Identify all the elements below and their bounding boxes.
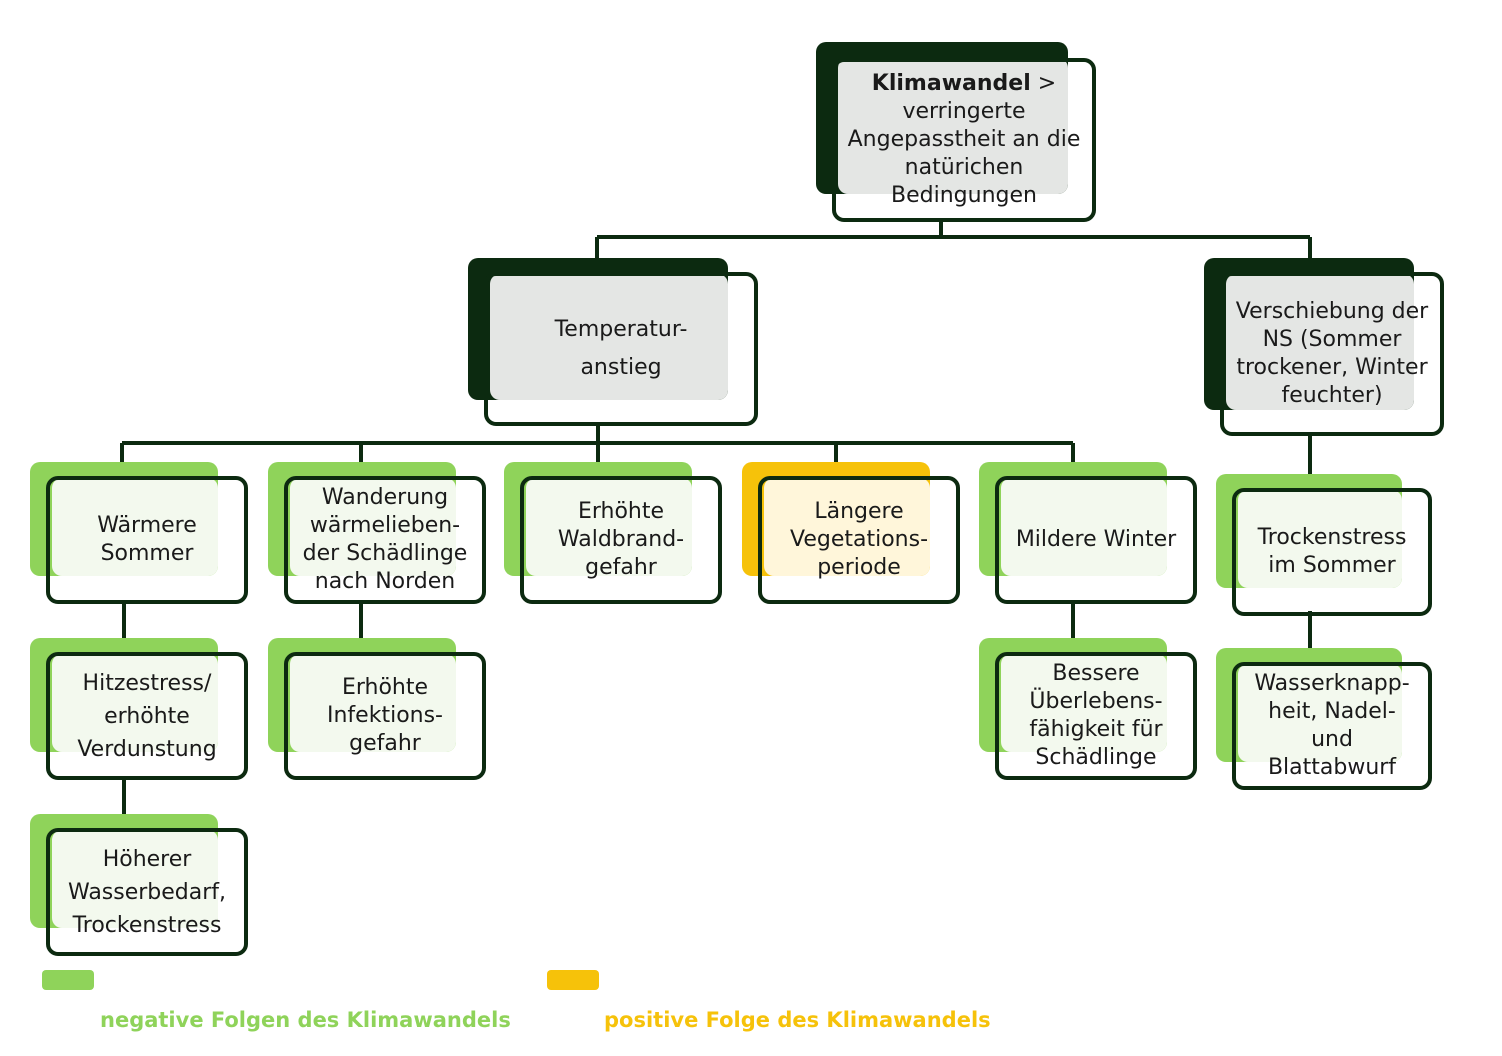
node-frame: Erhöhte Waldbrand- gefahr xyxy=(520,476,722,604)
node-face xyxy=(838,58,1068,194)
node-waldbrandgefahr: Erhöhte Waldbrand- gefahr xyxy=(504,462,722,604)
node-face xyxy=(290,478,456,576)
node-mildere-winter: Mildere Winter xyxy=(979,462,1197,604)
node-frame: Längere Vegetations- periode xyxy=(758,476,960,604)
node-trockenstress-sommer: Trockenstress im Sommer xyxy=(1216,474,1432,616)
node-label: Verschiebung der NS (Sommer trockener, W… xyxy=(1235,299,1429,408)
node-frame: Wasserknapp- heit, Nadel- und Blattabwur… xyxy=(1232,662,1432,790)
node-verschiebung-ns: Verschiebung der NS (Sommer trockener, W… xyxy=(1204,258,1444,436)
node-frame: Hitzestress/ erhöhte Verdunstung xyxy=(46,652,248,780)
node-face xyxy=(1001,478,1167,576)
node-frame: Klimawandel > verringerte Angepasstheit a… xyxy=(832,58,1096,222)
node-frame: Temperatur- anstieg xyxy=(484,272,758,426)
node-ueberlebensfaehigkeit: Bessere Überlebens- fähigkeit für Schädl… xyxy=(979,638,1197,780)
node-face xyxy=(52,478,218,576)
node-face xyxy=(764,478,930,576)
node-label: Hitzestress/ erhöhte Verdunstung xyxy=(77,670,217,762)
node-face xyxy=(52,654,218,752)
root-title-suffix: > xyxy=(1030,71,1057,96)
legend-swatch-negative xyxy=(42,970,94,990)
root-title: Klimawandel xyxy=(871,71,1031,96)
legend-swatch-positive xyxy=(547,970,599,990)
node-label: Trockenstress im Sommer xyxy=(1257,525,1407,578)
legend-label-positive: positive Folge des Klimawandels xyxy=(604,1008,991,1032)
node-frame: Bessere Überlebens- fähigkeit für Schädl… xyxy=(995,652,1197,780)
node-hitzestress: Hitzestress/ erhöhte Verdunstung xyxy=(30,638,248,780)
node-face xyxy=(490,274,728,400)
connector-temp-to-level2 xyxy=(120,422,1075,480)
node-temperaturanstieg: Temperatur- anstieg xyxy=(468,258,758,426)
node-wasserknappheit: Wasserknapp- heit, Nadel- und Blattabwur… xyxy=(1216,648,1432,790)
node-klimawandel: Klimawandel > verringerte Angepasstheit a… xyxy=(816,42,1096,222)
node-label: Wärmere Sommer xyxy=(97,513,197,566)
node-vegetationsperiode: Längere Vegetations- periode xyxy=(742,462,960,604)
node-label: Temperatur- anstieg xyxy=(554,317,688,380)
node-face xyxy=(52,830,218,928)
node-frame: Erhöhte Infektions- gefahr xyxy=(284,652,486,780)
connector-root-to-level1 xyxy=(595,220,1312,262)
node-face xyxy=(1226,274,1414,410)
node-label: Höherer Wasserbedarf, Trockenstress xyxy=(67,846,227,938)
node-frame: Verschiebung der NS (Sommer trockener, W… xyxy=(1220,272,1444,436)
node-label: Mildere Winter xyxy=(1015,527,1177,552)
root-rest: verringerte Angepasstheit an die natüric… xyxy=(847,99,1081,208)
node-wasserbedarf: Höherer Wasserbedarf, Trockenstress xyxy=(30,814,248,956)
node-label: Erhöhte Infektions- gefahr xyxy=(327,675,443,756)
legend-label-negative: negative Folgen des Klimawandels xyxy=(100,1008,511,1032)
node-label: Längere Vegetations- periode xyxy=(789,499,929,580)
node-face xyxy=(1001,654,1167,752)
node-label: Wanderung wärmelieben- der Schädlinge na… xyxy=(302,485,468,594)
node-face xyxy=(1238,664,1402,762)
node-label: Klimawandel > verringerte Angepasstheit a… xyxy=(842,70,1087,210)
node-frame: Wärmere Sommer xyxy=(46,476,248,604)
node-infektionsgefahr: Erhöhte Infektions- gefahr xyxy=(268,638,486,780)
node-frame: Wanderung wärmelieben- der Schädlinge na… xyxy=(284,476,486,604)
node-frame: Trockenstress im Sommer xyxy=(1232,488,1432,616)
node-label: Bessere Überlebens- fähigkeit für Schädl… xyxy=(1029,661,1163,770)
node-face xyxy=(526,478,692,576)
node-frame: Höherer Wasserbedarf, Trockenstress xyxy=(46,828,248,956)
node-label: Wasserknapp- heit, Nadel- und Blattabwur… xyxy=(1254,671,1410,780)
node-label: Erhöhte Waldbrand- gefahr xyxy=(557,499,685,580)
node-frame: Mildere Winter xyxy=(995,476,1197,604)
node-wanderung-schaedlinge: Wanderung wärmelieben- der Schädlinge na… xyxy=(268,462,486,604)
node-face xyxy=(1238,490,1402,588)
node-face xyxy=(290,654,456,752)
node-waermere-sommer: Wärmere Sommer xyxy=(30,462,248,604)
